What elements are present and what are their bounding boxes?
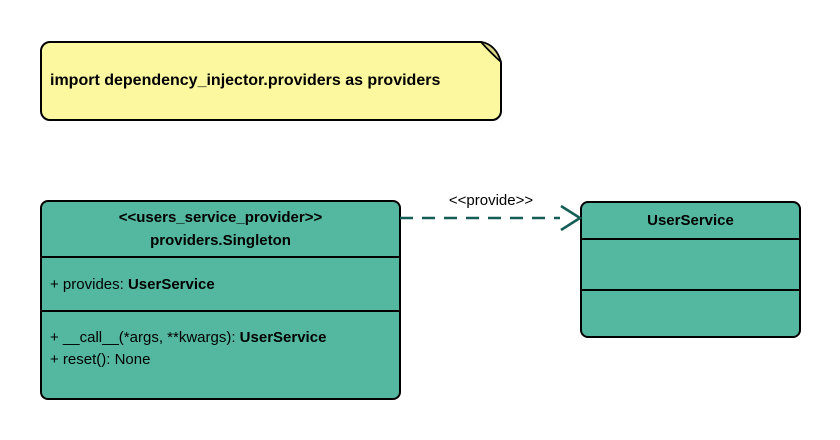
method-return-type: UserService: [239, 329, 327, 346]
class-box-userservice: UserService: [580, 201, 801, 338]
methods-compartment-empty: [582, 291, 799, 336]
note-fold-icon: [480, 41, 502, 63]
attributes-compartment-empty: [582, 240, 799, 291]
method-text: + reset(): None: [50, 351, 151, 368]
attribute-type: UserService: [127, 275, 215, 293]
methods-compartment: + __call__(*args, **kwargs): UserService…: [42, 312, 399, 398]
method-line: + __call__(*args, **kwargs): UserService: [50, 327, 399, 349]
class-box-singleton: <<users_service_provider>> providers.Sin…: [40, 200, 401, 400]
class-stereotype: <<users_service_provider>>: [118, 209, 323, 226]
class-title-userservice: UserService: [582, 203, 799, 240]
class-name: providers.Singleton: [150, 232, 291, 249]
attribute-text: + provides:: [50, 275, 128, 293]
note-text: import dependency_injector.providers as …: [50, 72, 441, 89]
edge-label-provide: <<provide>>: [448, 192, 534, 209]
class-name: UserService: [647, 212, 734, 229]
method-text: + __call__(*args, **kwargs):: [50, 329, 240, 346]
attributes-compartment: + provides: UserService: [42, 258, 399, 312]
provide-dependency-arrow: [400, 204, 583, 232]
method-line: + reset(): None: [50, 349, 399, 371]
open-arrowhead-icon: [560, 204, 583, 232]
class-title-singleton: <<users_service_provider>> providers.Sin…: [42, 202, 399, 258]
attribute-line: + provides: UserService: [50, 276, 215, 293]
note-import: import dependency_injector.providers as …: [40, 41, 502, 121]
